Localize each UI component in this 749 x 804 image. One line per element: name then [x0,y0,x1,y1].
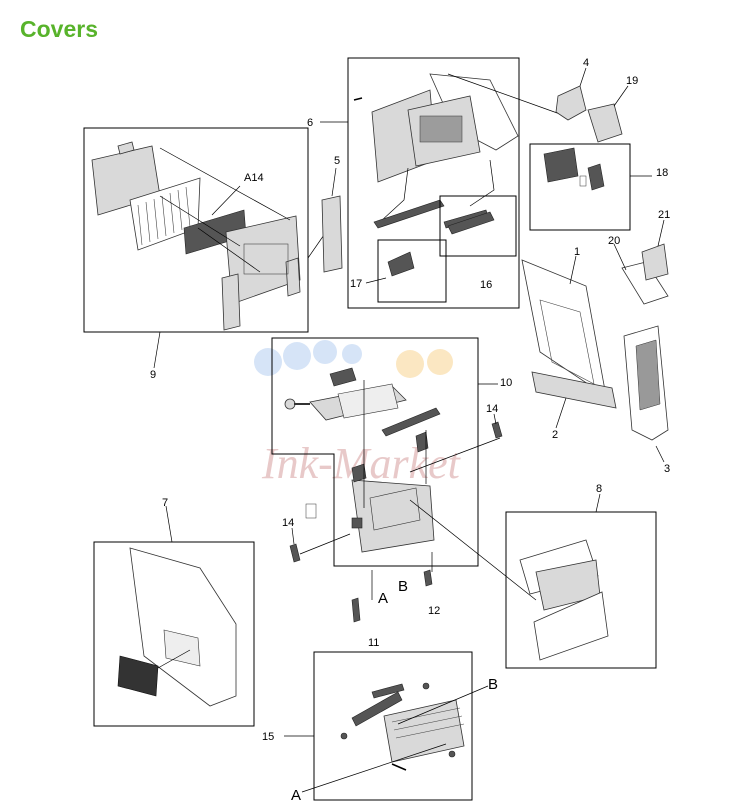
callout-14-left: 14 [282,517,294,529]
callout-18: 18 [656,167,668,179]
part-grille [117,655,159,697]
callout-1: 1 [574,246,580,258]
assembly-box-9: A14 [83,127,309,333]
callout-12: 12 [428,605,440,617]
assembly-box-18: 18 [529,143,668,231]
sub-box-16 [439,195,517,257]
callout-a-top: A [378,590,388,607]
assembly-box-8: 8 [505,483,657,669]
part-2-bracket: 2 [531,371,617,441]
callout-3: 3 [664,463,670,475]
sub-box-17 [377,239,447,303]
callout-4: 4 [583,57,589,69]
callout-b-bottom: B [488,676,498,693]
callout-11: 11 [368,637,379,649]
part-14-spring-right: 14 [409,403,503,473]
callout-6: 6 [307,117,313,129]
part-14-spring-left: 14 [282,517,351,563]
part-20-latch: 20 [608,235,669,305]
callout-a-bottom: A [291,787,301,804]
callout-5: 5 [334,155,340,167]
callout-7: 7 [162,497,168,509]
callout-15: 15 [262,731,274,743]
part-3-left-cover: 3 [623,325,670,475]
part-front-door [129,547,237,707]
assembly-box-6 [347,57,561,309]
part-19-hinge: 19 [587,75,638,143]
part-11-lever: A 11 [351,570,388,649]
part-4-hinge: 4 [555,57,589,121]
part-duplex-guide [383,699,465,763]
callout-21: 21 [658,209,670,221]
part-5-side-cover: 5 [321,155,343,273]
callout-a14: A14 [244,172,264,184]
callout-19: 19 [626,75,638,87]
part-12-lever: B 12 [398,552,440,617]
callout-10: 10 [500,377,512,389]
callout-20: 20 [608,235,620,247]
callout-8: 8 [596,483,602,495]
callout-9: 9 [150,369,156,381]
callout-16: 16 [480,279,492,291]
callout-b-mid: B [398,578,408,595]
assembly-box-15 [284,651,489,801]
callout-17: 17 [350,278,362,290]
assembly-box-10 [271,337,537,601]
part-access-door [533,591,609,661]
assembly-box-7: 7 [93,497,255,727]
callout-14-right: 14 [486,403,498,415]
callout-2: 2 [552,429,558,441]
part-21-latch: 21 [641,209,670,281]
page-title: Covers [20,16,98,42]
